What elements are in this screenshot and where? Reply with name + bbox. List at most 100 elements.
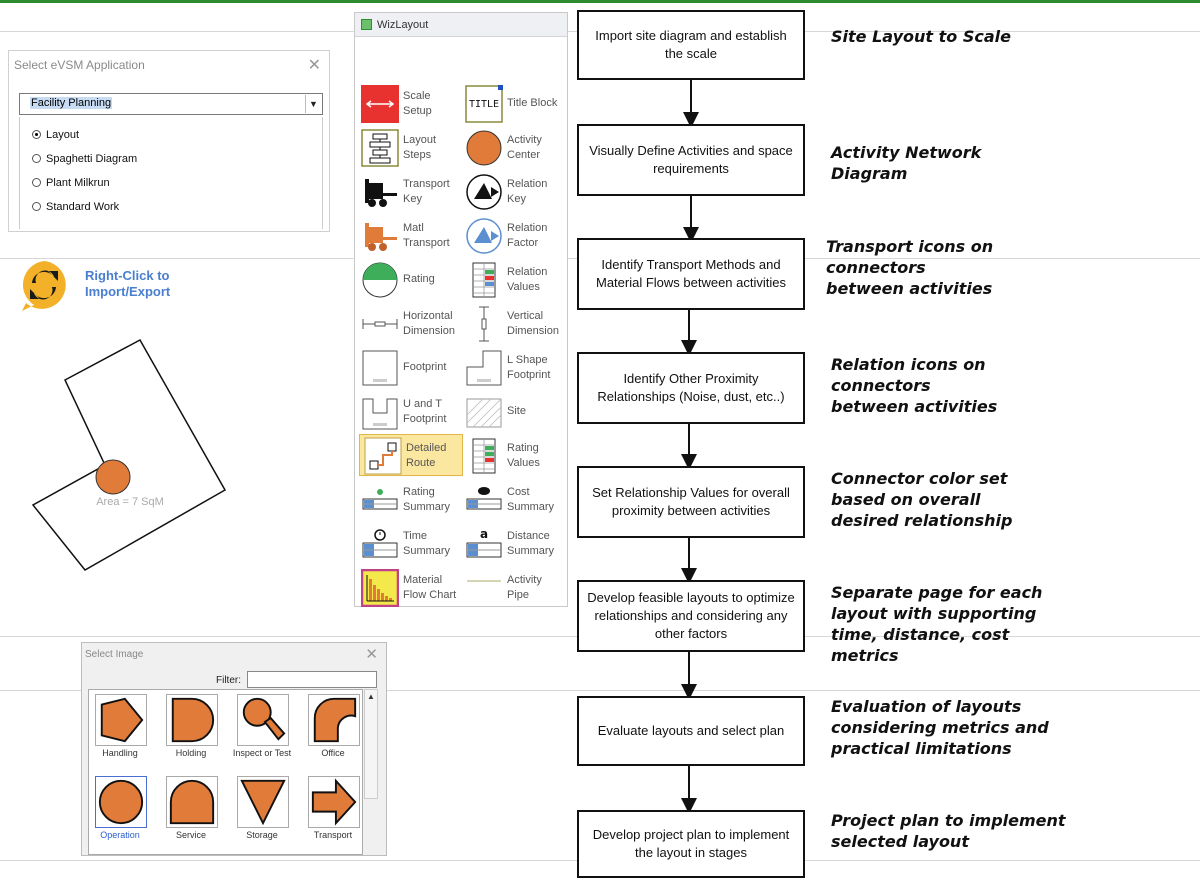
image-item-handling[interactable]: Handling xyxy=(91,692,149,770)
image-item-holding[interactable]: Holding xyxy=(162,692,220,770)
l-shape-footprint-drawing: Area = 7 SqM xyxy=(31,338,227,571)
stencil-site[interactable]: Site xyxy=(461,391,565,433)
hint-line: Import/Export xyxy=(85,284,171,299)
close-icon[interactable]: ✕ xyxy=(365,646,378,663)
image-item-transport[interactable]: Transport xyxy=(304,774,362,852)
office-icon xyxy=(308,694,360,746)
radio-icon[interactable] xyxy=(32,202,41,211)
image-item-label: Service xyxy=(175,830,206,840)
image-grid: Handling Holding Inspect or Test Office … xyxy=(88,689,363,855)
horizontal-dimension-icon xyxy=(362,319,398,329)
option-standard-work[interactable]: Standard Work xyxy=(32,201,119,213)
flow-step-evaluate-layouts: Evaluate layouts and select plan xyxy=(577,696,805,766)
vertical-dimension-icon xyxy=(479,306,489,342)
flow-note-connector-color: Connector color set based on overall des… xyxy=(831,469,1013,530)
image-item-operation[interactable]: Operation xyxy=(91,774,149,852)
import-export-hint: Right-Click to Import/Export xyxy=(85,268,170,300)
site-icon xyxy=(466,398,502,428)
stencil-label: Footprint xyxy=(403,361,447,373)
image-item-service[interactable]: Service xyxy=(162,774,220,852)
flow-arrows xyxy=(681,79,699,814)
footprint-icon xyxy=(362,350,398,386)
sync-arrows-icon[interactable] xyxy=(18,259,70,311)
image-item-label: Operation xyxy=(100,830,140,840)
flow-step-relationship-values: Set Relationship Values for overall prox… xyxy=(577,466,805,538)
dialog-title: Select eVSM Application xyxy=(14,58,145,72)
flow-step-transport-methods: Identify Transport Methods and Material … xyxy=(577,238,805,310)
detailed-route-icon xyxy=(364,437,402,475)
option-layout[interactable]: Layout xyxy=(32,129,79,141)
image-item-office[interactable]: Office xyxy=(304,692,362,770)
image-grid-scrollbar[interactable]: ▲ xyxy=(364,689,378,799)
flow-note-separate-page: Separate page for each layout with suppo… xyxy=(831,583,1043,665)
image-item-storage[interactable]: Storage xyxy=(233,774,291,852)
rating-summary-icon xyxy=(362,489,398,510)
application-select[interactable]: Facility Planning ▼ xyxy=(19,93,323,115)
transport-icon xyxy=(308,776,360,828)
relation-values-icon xyxy=(472,262,496,298)
option-spaghetti-diagram[interactable]: Spaghetti Diagram xyxy=(32,153,137,165)
distance-summary-icon: a xyxy=(466,527,502,558)
activity-pipe-icon xyxy=(467,580,501,582)
u-t-footprint-icon xyxy=(362,398,398,430)
option-label: Plant Milkrun xyxy=(46,177,110,189)
rating-icon xyxy=(362,262,398,298)
filter-input[interactable] xyxy=(247,671,377,688)
stencil-footprint[interactable]: Footprint xyxy=(357,347,461,389)
chevron-down-icon[interactable]: ▼ xyxy=(305,95,321,113)
svg-text:TITLE: TITLE xyxy=(469,99,499,110)
inspect-test-icon xyxy=(237,694,289,746)
stencil-rating[interactable]: Rating xyxy=(357,259,461,301)
flow-step-project-plan: Develop project plan to implement the la… xyxy=(577,810,805,878)
handling-icon xyxy=(95,694,147,746)
stencil-title-block[interactable]: TITLE Title Block xyxy=(461,83,565,125)
option-plant-milkrun[interactable]: Plant Milkrun xyxy=(32,177,110,189)
radio-icon[interactable] xyxy=(32,130,41,139)
radio-icon[interactable] xyxy=(32,154,41,163)
scroll-up-icon[interactable]: ▲ xyxy=(367,692,375,701)
stencil-label: Site xyxy=(507,405,526,417)
image-item-label: Office xyxy=(321,748,345,758)
radio-icon[interactable] xyxy=(32,178,41,187)
select-evsm-application-dialog: Select eVSM Application ✕ Facility Plann… xyxy=(8,50,330,232)
relation-factor-icon xyxy=(466,218,502,254)
rating-values-icon xyxy=(472,438,496,474)
cost-summary-icon xyxy=(466,487,502,510)
stencil-label: Title Block xyxy=(507,97,558,109)
image-item-inspect-test[interactable]: Inspect or Test xyxy=(233,692,291,770)
option-label: Standard Work xyxy=(46,201,120,213)
flow-step-import-site: Import site diagram and establish the sc… xyxy=(577,10,805,80)
title-block-icon: TITLE xyxy=(465,85,503,123)
close-icon[interactable]: ✕ xyxy=(307,57,321,74)
